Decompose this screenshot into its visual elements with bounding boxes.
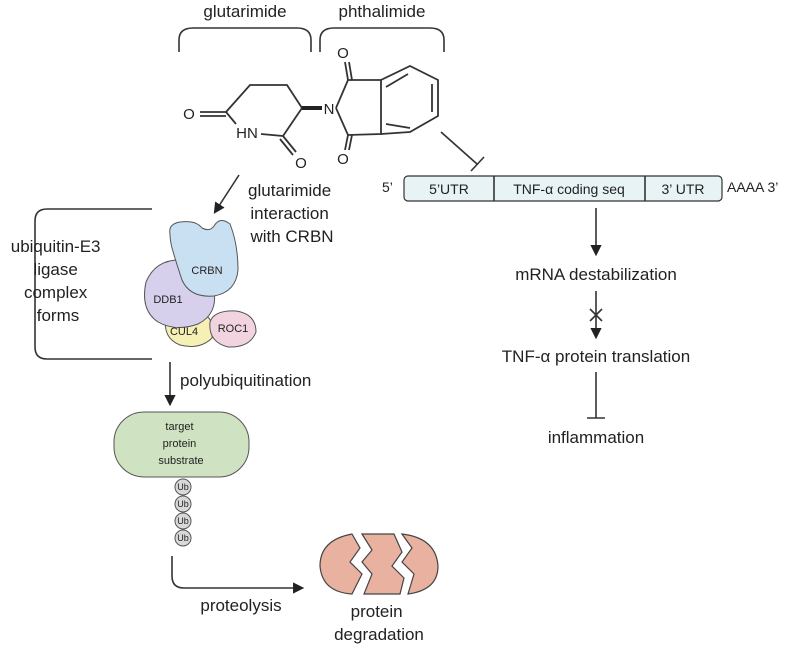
ubiquitin-label-3: Ub <box>177 516 189 526</box>
substrate-line3: substrate <box>158 455 203 467</box>
atom-o1: O <box>183 106 195 123</box>
target-substrate <box>113 411 250 478</box>
phthalimide-inhibition-line <box>440 131 478 165</box>
ubiquitin-1 <box>174 478 192 496</box>
degradation-line2: degradation <box>334 625 424 644</box>
phthalimide-inhibition-bar <box>470 156 485 172</box>
e3-complex-line2: ligase <box>33 260 77 279</box>
atom-hn: HN <box>236 125 258 142</box>
mrna-destabilization-label: mRNA destabilization <box>515 265 677 284</box>
ubiquitin-label-2: Ub <box>177 499 189 509</box>
ddb1-label: DDB1 <box>153 294 182 306</box>
thalidomide-molecule: O HN O N O O <box>183 45 439 172</box>
e3-complex-line3: complex <box>24 283 88 302</box>
glutarimide-label: glutarimide <box>203 2 286 21</box>
atom-o2: O <box>295 155 307 172</box>
translation-block-x2 <box>589 308 603 322</box>
ubiquitin-2 <box>174 495 192 513</box>
degradation-line1: protein <box>351 602 403 621</box>
fragment-left <box>319 533 363 595</box>
fragment-right <box>400 533 439 595</box>
mrna-utr5: 5’UTR <box>429 181 469 197</box>
glutarimide-crbn-arrow <box>213 174 240 214</box>
roc1-label: ROC1 <box>218 323 249 335</box>
mrna-utr3: 3’ UTR <box>661 181 704 197</box>
inflammation-label: inflammation <box>548 428 644 447</box>
cul4-label: CUL4 <box>170 326 198 338</box>
glutarimide-interaction-label: glutarimide interaction with CRBN <box>248 181 336 246</box>
substrate-line1: target <box>165 421 193 433</box>
protein-degradation-label: protein degradation <box>334 602 424 644</box>
mrna-tail: AAAA 3’ <box>727 179 778 195</box>
glutarimide-interaction-line3: with CRBN <box>249 227 333 246</box>
polyubiquitination-label: polyubiquitination <box>180 371 311 390</box>
tnf-mrna: 5’ 5’UTR TNF-α coding seq 3’ UTR AAAA 3’ <box>382 175 778 202</box>
proteolysis-label: proteolysis <box>200 596 281 615</box>
ubiquitin-3 <box>174 512 192 530</box>
e3-complex-line1: ubiquitin-E3 <box>11 237 101 256</box>
tnf-translation-label: TNF-α protein translation <box>502 347 690 366</box>
atom-n: N <box>324 101 335 118</box>
ubiquitin-chain: Ub Ub Ub Ub <box>174 478 192 547</box>
crbn-subunit <box>169 220 239 297</box>
roc1-subunit <box>209 310 257 348</box>
mrna-5prime: 5’ <box>382 179 393 195</box>
e3-complex-bracket <box>34 208 152 360</box>
glutarimide-bracket <box>178 27 312 52</box>
mrna-box <box>403 175 723 202</box>
target-substrate-label: target protein substrate <box>158 421 203 467</box>
atom-o4: O <box>337 151 349 168</box>
glutarimide-interaction-line1: glutarimide <box>248 181 331 200</box>
e3-complex-line4: forms <box>37 306 80 325</box>
proteolysis-arrow <box>171 556 305 594</box>
degraded-protein <box>319 533 439 595</box>
ubiquitin-label-4: Ub <box>177 533 189 543</box>
phthalimide-bracket <box>319 27 445 52</box>
glutarimide-interaction-line2: interaction <box>250 204 328 223</box>
crbn-label: CRBN <box>191 265 222 277</box>
e3-complex-label: ubiquitin-E3 ligase complex forms <box>11 237 106 325</box>
ubiquitin-4 <box>174 529 192 547</box>
phthalimide-label: phthalimide <box>339 2 426 21</box>
mrna-coding: TNF-α coding seq <box>513 181 625 197</box>
substrate-line2: protein <box>163 438 197 450</box>
fragment-middle <box>360 533 405 595</box>
atom-o3: O <box>337 45 349 62</box>
ubiquitin-label-1: Ub <box>177 482 189 492</box>
